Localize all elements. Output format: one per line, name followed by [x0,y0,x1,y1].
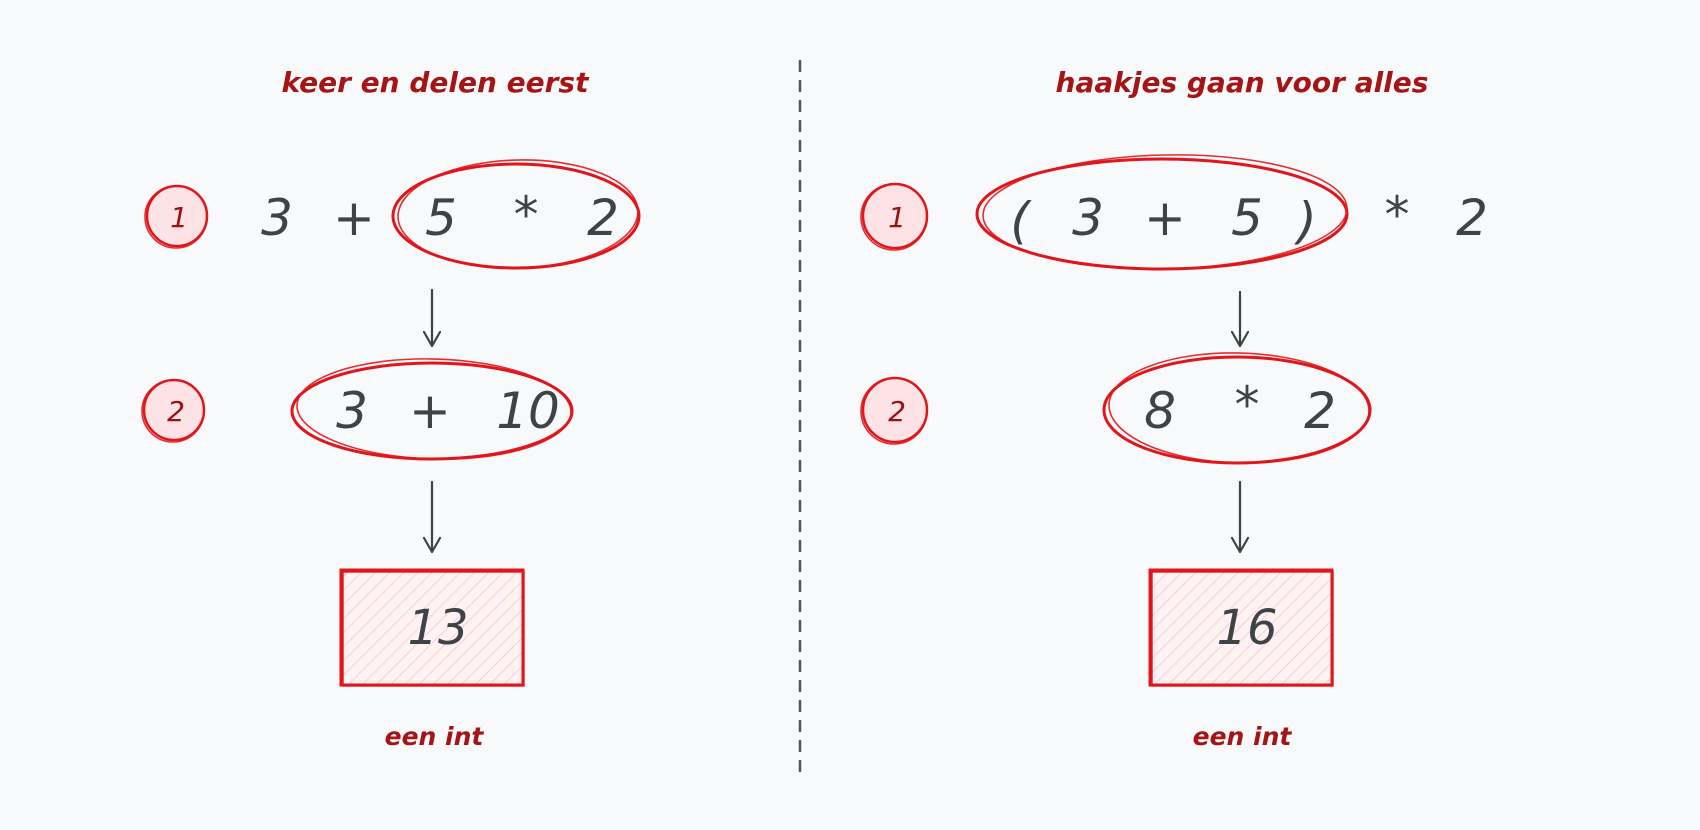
left-arrow-2 [422,480,442,554]
left-step1-token-3: * [514,186,539,244]
left-result-note: een int [385,722,485,751]
right-result-note: een int [1193,722,1293,751]
left-step2-badge: 2 [141,378,206,443]
left-result-value: 13 [407,600,468,656]
right-result-value: 16 [1216,600,1277,656]
left-step1-token-4: 2 [587,189,619,247]
left-step2-token-0: 3 [336,382,368,440]
right-arrow-1 [1230,290,1250,348]
svg-text:2: 2 [888,395,906,428]
left-step1-token-1: + [333,189,375,247]
left-step1-highlight-ellipse [391,159,641,270]
left-step1-token-2: 5 [425,189,457,247]
right-step2-badge: 2 [860,376,929,445]
left-panel: keer en delen eerst 1 3 + 5 * 2 2 3 + 10 [141,66,641,751]
left-step2-token-2: 10 [496,382,560,440]
right-step1-token-0: ( [1010,192,1032,250]
left-step2-token-1: + [409,382,451,440]
left-step2-highlight-ellipse [290,358,574,461]
left-heading: keer en delen eerst [282,66,591,99]
right-panel: haakjes gaan voor alles 1 ( 3 + 5 ) * 2 … [860,66,1488,751]
right-step1-badge: 1 [860,182,929,251]
right-step2-token-0: 8 [1144,382,1176,440]
left-step1-token-0: 3 [261,189,293,247]
right-step1-highlight-ellipse [975,154,1349,271]
svg-text:2: 2 [167,395,185,428]
right-step2-token-1: * [1235,376,1260,434]
right-step2-token-2: 2 [1304,382,1336,440]
right-result-box: 16 [1148,568,1334,687]
right-step1-token-5: * [1385,186,1410,244]
right-step1-token-6: 2 [1456,189,1488,247]
right-step2-highlight-ellipse [1102,352,1372,465]
svg-text:1: 1 [170,201,188,234]
right-arrow-2 [1230,480,1250,554]
right-heading: haakjes gaan voor alles [1056,66,1429,99]
svg-text:1: 1 [888,201,906,234]
left-arrow-1 [422,288,442,348]
right-step1-token-4: ) [1293,192,1317,250]
right-step1-token-2: + [1144,189,1186,247]
left-result-box: 13 [339,568,525,687]
right-step1-token-3: 5 [1231,189,1263,247]
left-step1-badge: 1 [144,184,209,249]
right-step1-token-1: 3 [1072,189,1104,247]
